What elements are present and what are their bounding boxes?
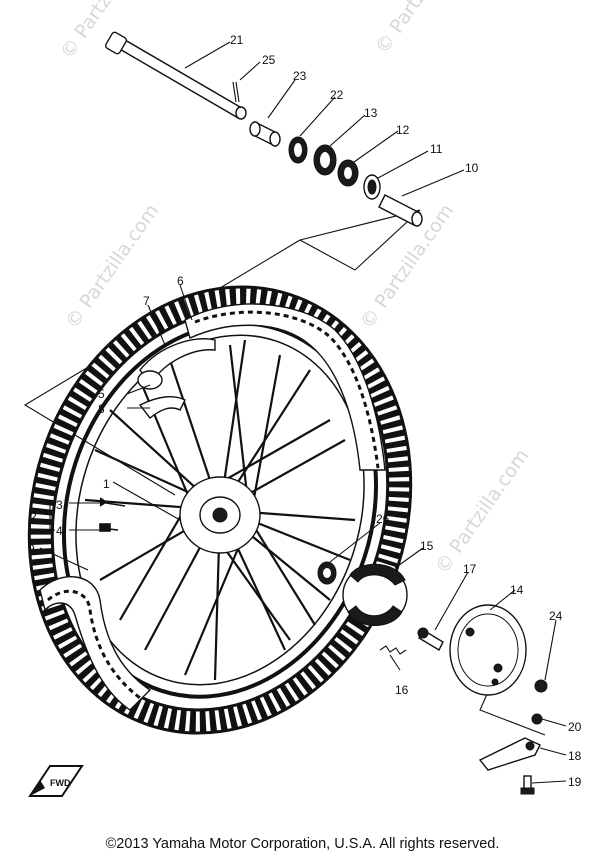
axle-nut bbox=[534, 679, 548, 693]
tire bbox=[184, 303, 386, 471]
spacer-flange bbox=[363, 174, 381, 200]
tire-lower bbox=[39, 576, 152, 711]
part-label-7: 7 bbox=[143, 294, 150, 308]
part-label-6: 6 bbox=[177, 274, 184, 288]
part-label-16: 16 bbox=[395, 683, 409, 697]
part-label-19: 19 bbox=[568, 775, 582, 789]
watermark: © Partzilla.com bbox=[371, 0, 473, 58]
part-label-25: 25 bbox=[262, 53, 276, 67]
spacer bbox=[378, 194, 423, 227]
part-label-9: 9 bbox=[28, 542, 35, 556]
part-label-15: 15 bbox=[420, 539, 434, 553]
collar bbox=[249, 120, 281, 148]
part-label-8: 8 bbox=[98, 402, 105, 416]
oil-seal bbox=[288, 136, 308, 164]
part-label-12: 12 bbox=[396, 123, 410, 137]
part-label-18: 18 bbox=[568, 749, 582, 763]
part-label-24: 24 bbox=[549, 609, 563, 623]
part-label-2: 2 bbox=[30, 510, 37, 524]
bearing bbox=[313, 144, 337, 176]
part-label-3: 3 bbox=[56, 498, 63, 512]
part-label-22: 22 bbox=[330, 88, 344, 102]
front-axle bbox=[104, 31, 247, 120]
watermark: © Partzilla.com bbox=[431, 445, 533, 578]
brake-camshaft bbox=[417, 627, 444, 651]
watermarks: © Partzilla.com © Partzilla.com © Partzi… bbox=[56, 0, 533, 578]
part-label-1: 1 bbox=[103, 477, 110, 491]
brake-shoe-plate bbox=[449, 604, 527, 696]
part-label-4: 4 bbox=[56, 524, 63, 538]
part-label-26: 26 bbox=[376, 512, 390, 526]
brake-shoes bbox=[342, 563, 408, 626]
forward-arrow-icon: FWD bbox=[28, 765, 84, 797]
front-wheel bbox=[27, 285, 413, 735]
lever-bolt bbox=[520, 775, 535, 795]
part-label-10: 10 bbox=[465, 161, 479, 175]
part-label-20: 20 bbox=[568, 720, 582, 734]
return-spring bbox=[379, 645, 407, 655]
cotter-pin bbox=[232, 81, 240, 103]
rim-band bbox=[138, 396, 186, 419]
spoke-set bbox=[99, 497, 126, 532]
copyright-notice: ©2013 Yamaha Motor Corporation, U.S.A. A… bbox=[105, 836, 500, 852]
part-labels: 21 25 23 22 13 12 11 10 6 7 5 8 1 2 3 4 … bbox=[28, 33, 582, 789]
cam-lever bbox=[478, 737, 541, 771]
part-label-14: 14 bbox=[510, 583, 524, 597]
part-label-11: 11 bbox=[430, 142, 443, 156]
part-label-13: 13 bbox=[364, 106, 378, 120]
leader-lines bbox=[39, 41, 567, 784]
grease-seal bbox=[317, 561, 337, 585]
inner-tube bbox=[137, 338, 216, 390]
part-label-5: 5 bbox=[98, 387, 105, 401]
bearing-2 bbox=[337, 159, 359, 187]
part-label-21: 21 bbox=[230, 33, 244, 47]
assembly-bracket-line bbox=[299, 209, 421, 271]
part-label-23: 23 bbox=[293, 69, 307, 83]
forward-label: FWD bbox=[50, 778, 71, 788]
lever-nut bbox=[531, 713, 543, 725]
part-label-17: 17 bbox=[463, 562, 477, 576]
